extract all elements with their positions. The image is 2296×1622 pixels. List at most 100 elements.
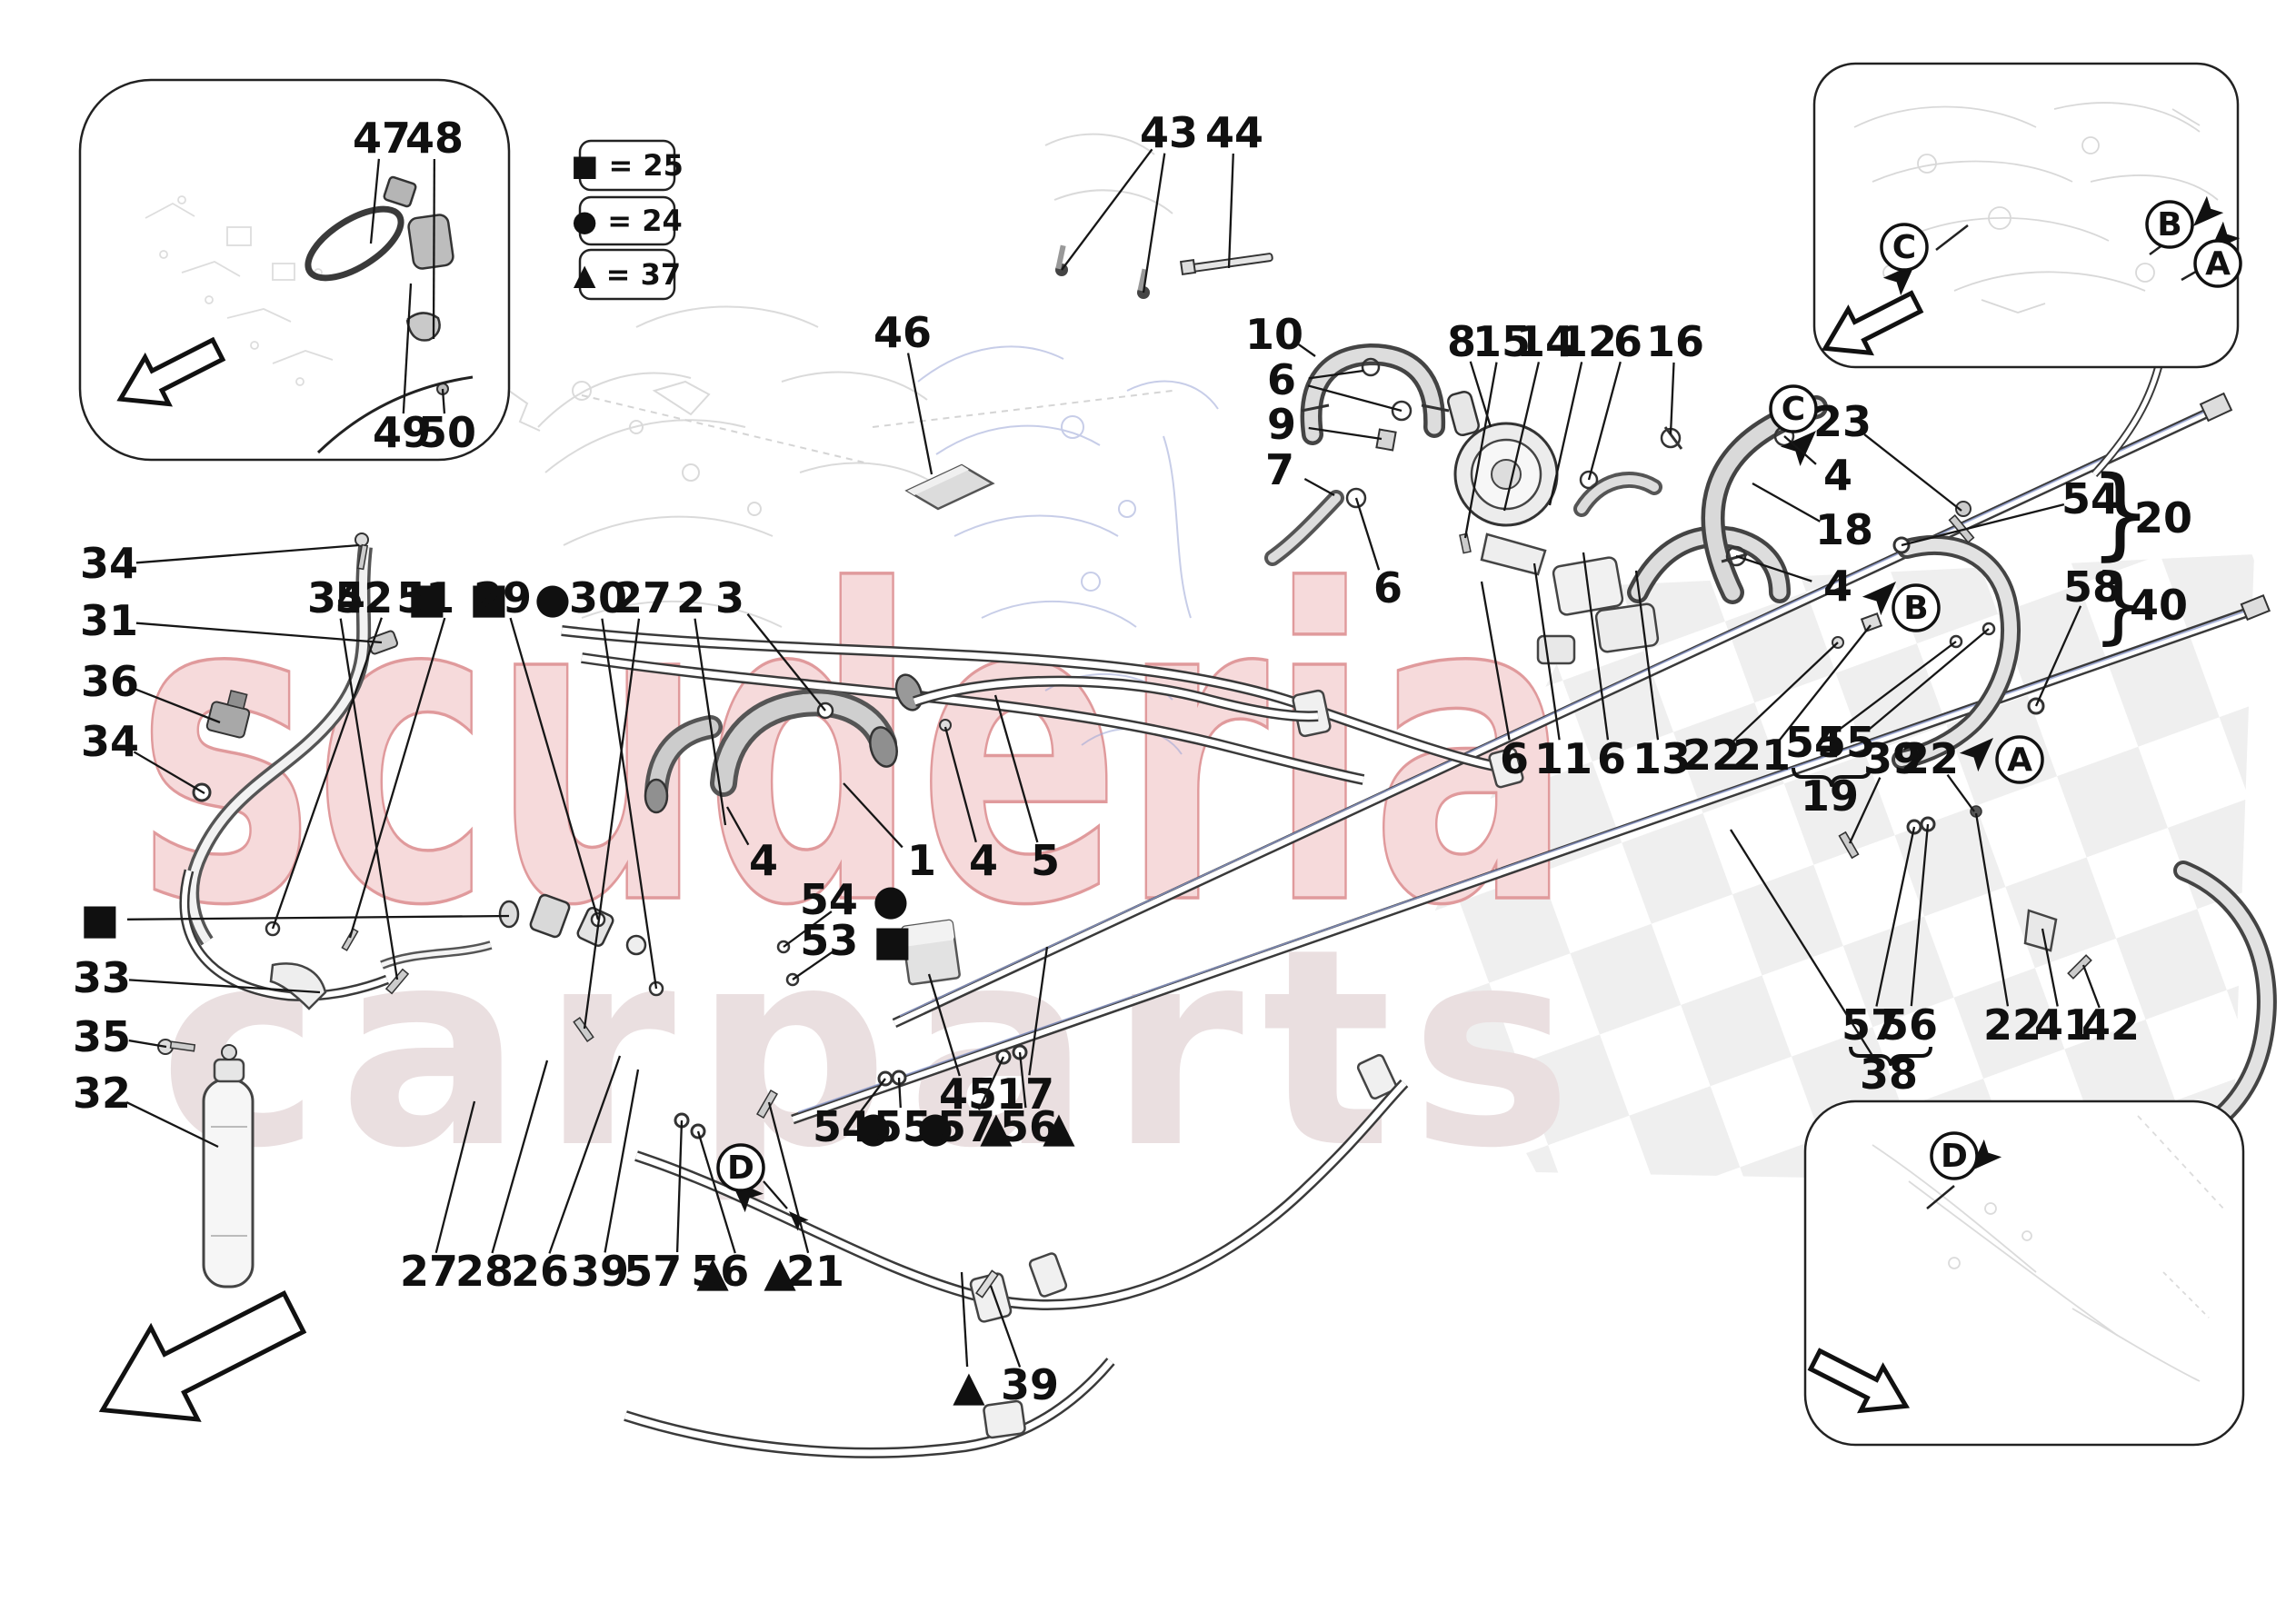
view-marker-d-circle — [716, 1143, 765, 1192]
callout-5: 5 — [1031, 836, 1060, 885]
leader-line — [509, 617, 600, 920]
leader-line — [2034, 605, 2082, 707]
leader-line — [128, 1039, 167, 1049]
callout-54: 54 ● — [800, 875, 909, 924]
d-view-leader — [763, 1180, 788, 1209]
view-marker-b-circle — [2145, 200, 2194, 249]
callout-49: 49 — [373, 408, 431, 457]
callout-33: 33 — [73, 953, 131, 1002]
callout-46: 46 — [873, 308, 932, 357]
leader-line — [1548, 362, 1583, 506]
callout-57: 57 — [1842, 1000, 1900, 1050]
leader-line — [126, 914, 510, 920]
view-marker-a-label: A — [2205, 245, 2231, 283]
callout-4: 4 — [749, 836, 778, 885]
leader-line — [1634, 570, 1660, 741]
callout-6: 6 — [1267, 355, 1296, 404]
callout-22: 22 — [1901, 734, 1959, 783]
leader-line — [339, 618, 399, 980]
callout-39: 39 — [1863, 734, 1922, 783]
leader-line — [1227, 153, 1234, 269]
callout-29: 29 — [474, 573, 532, 622]
leader-line — [2041, 928, 2059, 1007]
callout-27: 27 — [400, 1247, 458, 1296]
callout-15: 15 — [1472, 317, 1531, 366]
leader-line — [348, 617, 446, 939]
callout-6: 6 — [1500, 734, 1529, 783]
leader-line — [491, 1060, 549, 1254]
callout-34: 34 — [80, 539, 138, 588]
callout-42: 42 — [2081, 1000, 2140, 1050]
leader-line — [1307, 384, 1403, 413]
callout-: ▲ — [980, 1102, 1013, 1151]
middle-pipes — [561, 625, 1524, 789]
callout-47: 47 — [353, 114, 411, 163]
callout-4: 4 — [1823, 451, 1852, 500]
view-marker-c-label: C — [1892, 229, 1916, 266]
view-marker-c-circle — [1769, 384, 1818, 433]
leader-line — [694, 618, 727, 826]
callout-21: 21 — [786, 1247, 844, 1296]
pointer-arrow-icon — [789, 1211, 809, 1231]
view-marker-d-circle — [1930, 1131, 1979, 1180]
callout-54: 54 — [813, 1102, 871, 1151]
inset-bottom-right — [1803, 1100, 2245, 1447]
leader-line — [548, 1055, 622, 1254]
view-marker-a-circle — [2193, 239, 2242, 288]
underbrace — [1849, 1046, 1932, 1066]
callout-35: 35 — [73, 1012, 131, 1061]
view-marker-c-label: C — [1782, 391, 1805, 428]
leader-line — [1783, 435, 1817, 465]
leader-line — [1752, 482, 1821, 522]
leader-line — [1778, 624, 1872, 741]
callout-1: 1 — [907, 836, 936, 885]
leader-line — [1731, 642, 1839, 744]
leader-line — [1298, 343, 1316, 357]
callout-22: 22 — [1983, 1000, 2041, 1050]
callout-: ▲ — [953, 1361, 985, 1410]
legend-box-25 — [578, 139, 676, 192]
legend-box-37 — [578, 248, 676, 301]
leader-line — [767, 1101, 810, 1254]
callout-14: 14 — [1516, 317, 1574, 366]
callout-: ● — [917, 1102, 953, 1151]
callout-9: 9 — [1267, 400, 1296, 449]
leader-line — [1502, 362, 1541, 512]
legend: ■ = 25● = 24▲ = 37 — [571, 139, 684, 301]
receiver-drier — [157, 962, 327, 1289]
direction-arrow-icon — [1807, 1348, 1911, 1414]
callout-12: 12 — [1559, 317, 1617, 366]
callout-11: 11 — [1534, 734, 1592, 783]
callout-54: 54 — [1785, 718, 1843, 767]
left-hose-assembly — [179, 532, 399, 1001]
pointer-arrow-icon — [2193, 195, 2224, 226]
leader-line — [897, 1077, 902, 1109]
leader-line — [1582, 552, 1610, 741]
leader-line — [1863, 433, 1962, 512]
callout-2: 2 — [676, 573, 705, 622]
leader-line — [1910, 823, 1930, 1007]
callout-10: 10 — [1245, 310, 1303, 359]
brace: } — [2092, 556, 2146, 653]
leader-line — [1587, 361, 1622, 481]
leader-line — [402, 283, 413, 414]
leader-line — [1835, 641, 1957, 733]
checkered-flag-watermark — [1418, 554, 2254, 1186]
parts-artwork — [157, 244, 2277, 1458]
leader-line — [993, 694, 1039, 843]
callout-53: 53 ■ — [800, 916, 913, 965]
callout-40: 40 — [2130, 581, 2188, 630]
long-pipe-upper — [892, 392, 2233, 1100]
callout-56: 56 — [1000, 1102, 1058, 1151]
leader-line — [906, 353, 933, 475]
callout-17: 17 — [996, 1070, 1054, 1119]
leader-line — [1901, 503, 2065, 547]
callout-6: 6 — [1597, 734, 1626, 783]
loop-cable-part — [304, 175, 474, 454]
callout-34: 34 — [307, 573, 365, 622]
leader-line — [2081, 964, 2101, 1009]
